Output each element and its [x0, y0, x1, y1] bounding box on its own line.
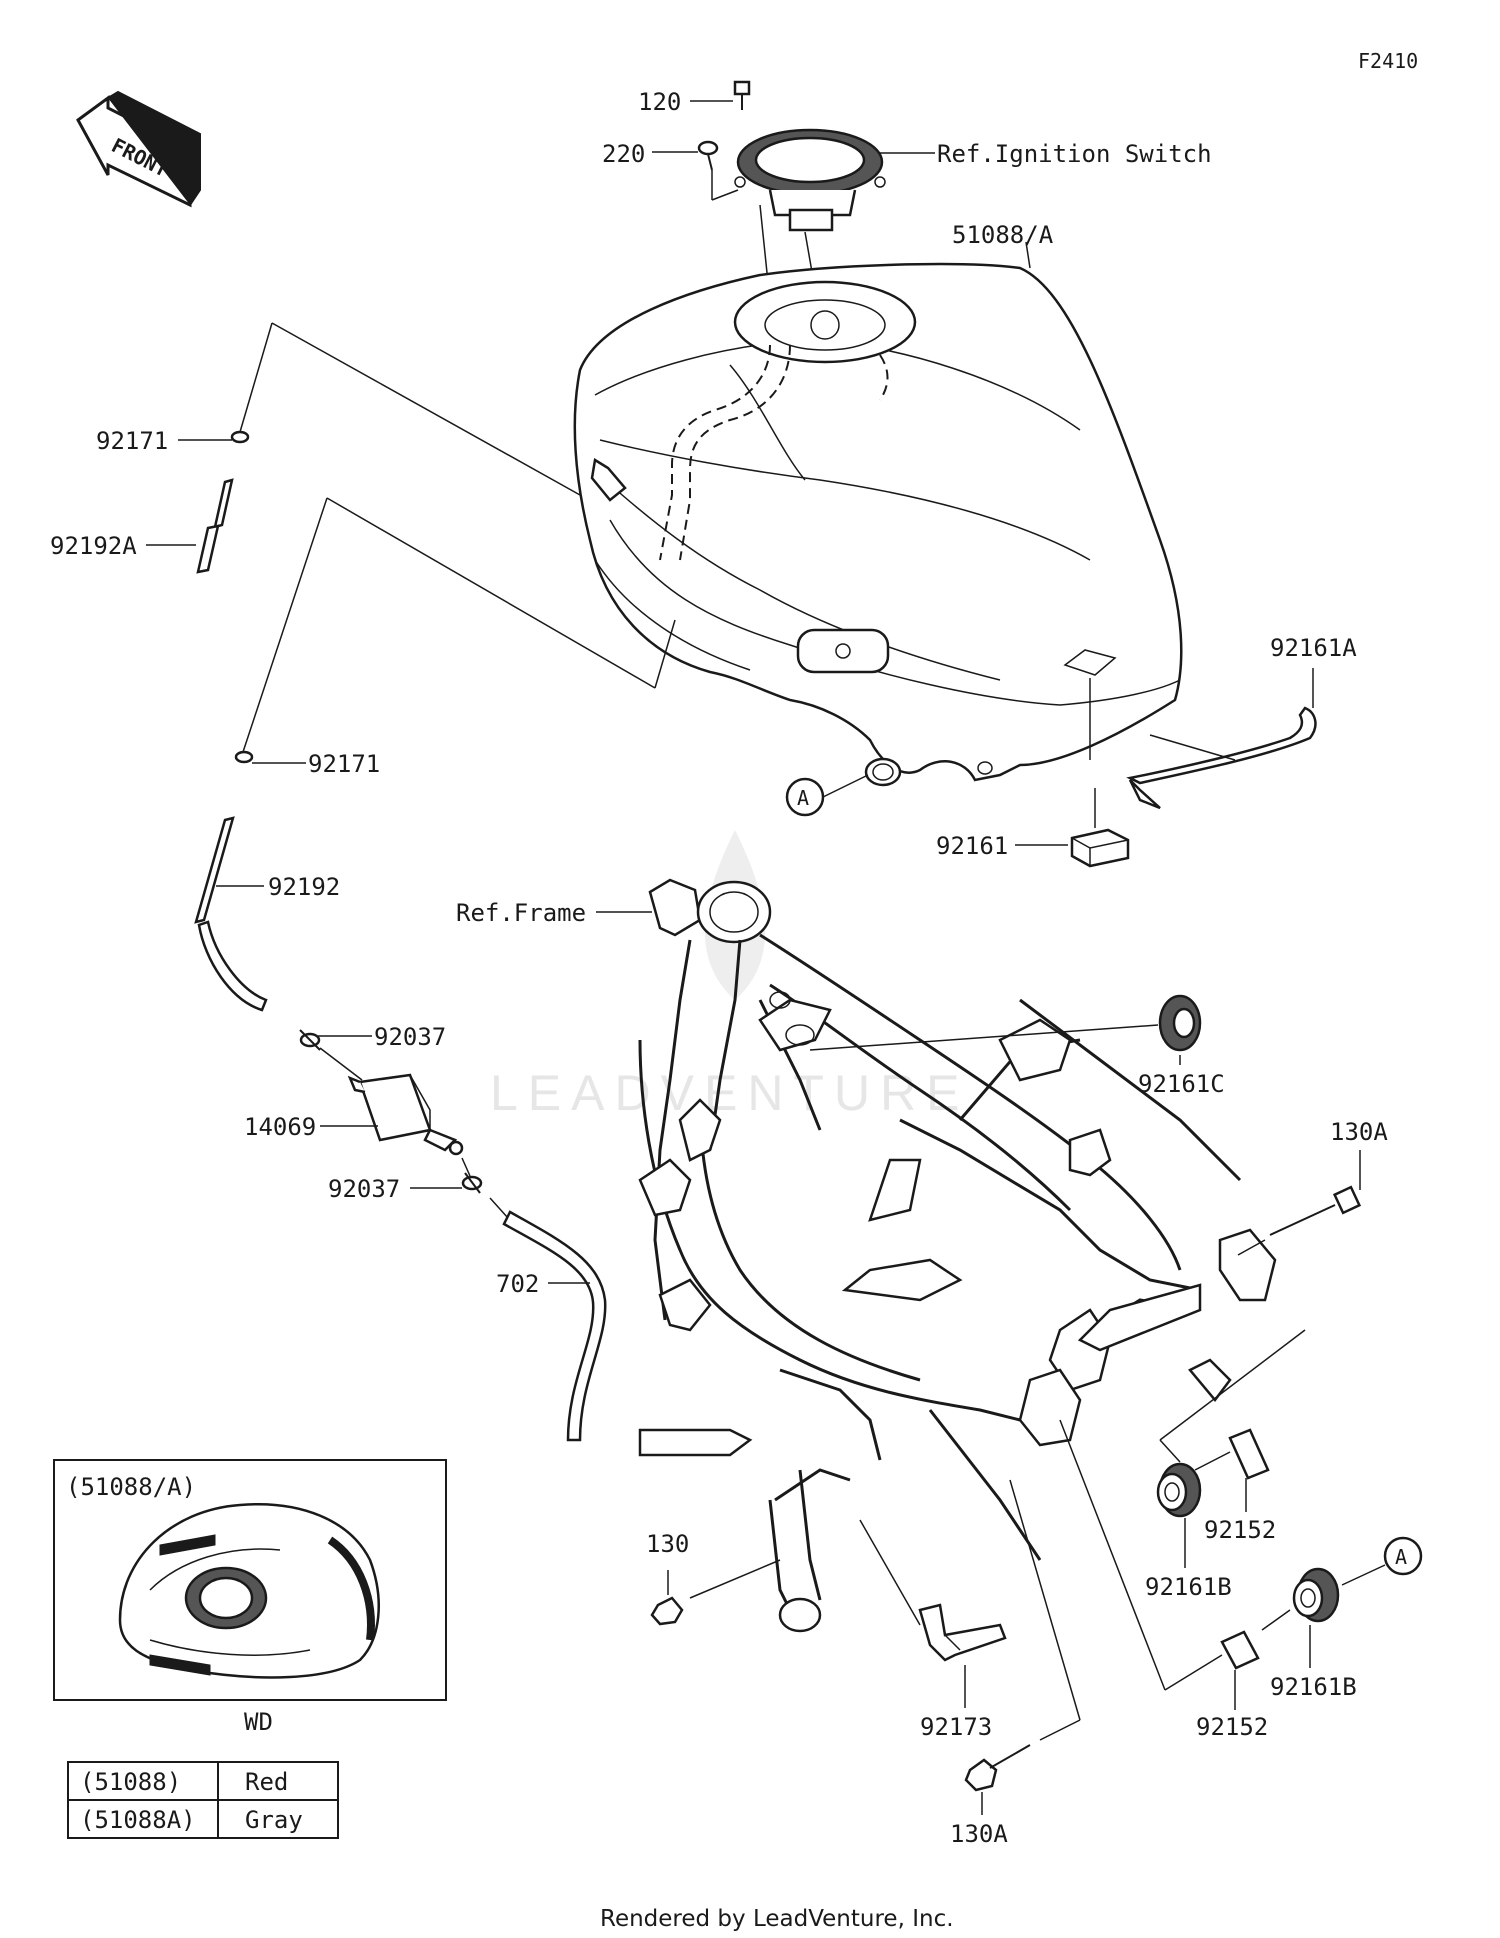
damper-92161 — [1070, 828, 1130, 868]
callout-92037-bottom: 92037 — [328, 1175, 400, 1203]
hose-92192 — [194, 816, 268, 1012]
clamp-92171-mid — [234, 750, 254, 764]
callout-a-bottom: A — [1395, 1545, 1407, 1569]
callout-120: 120 — [638, 88, 681, 116]
callout-92161b-left: 92161B — [1145, 1573, 1232, 1601]
callout-a-top: A — [797, 786, 809, 810]
callout-92171-mid: 92171 — [308, 750, 380, 778]
callout-92037-top: 92037 — [374, 1023, 446, 1051]
bolt-130a-right — [1269, 1185, 1362, 1236]
clamp-92171-top — [230, 430, 250, 444]
callout-92173: 92173 — [920, 1713, 992, 1741]
table-row-1-color: Red — [245, 1768, 288, 1796]
bolt-120 — [733, 80, 751, 110]
inset-caption: WD — [244, 1708, 273, 1736]
callout-130a-right: 130A — [1330, 1118, 1388, 1146]
fuel-cap-assembly — [734, 128, 886, 232]
callout-92171-top: 92171 — [96, 427, 168, 455]
inset-title: (51088/A) — [66, 1473, 196, 1501]
callout-14069: 14069 — [244, 1113, 316, 1141]
bolt-130 — [650, 1596, 684, 1626]
color-table: (51088) Red (51088A) Gray — [67, 1761, 339, 1839]
clip-92037-bottom — [461, 1172, 483, 1194]
callout-92152-bottom: 92152 — [1196, 1713, 1268, 1741]
ref-frame: Ref.Frame — [456, 899, 586, 927]
table-row-2-part: (51088A) — [80, 1806, 196, 1834]
footer-credit: Rendered by LeadVenture, Inc. — [600, 1906, 954, 1932]
fuel-filter-14069 — [347, 1073, 464, 1156]
ref-ignition-switch: Ref.Ignition Switch — [937, 140, 1212, 168]
table-row-2-color: Gray — [245, 1806, 303, 1834]
grommet-92161c — [1158, 994, 1202, 1052]
callout-92161b-right: 92161B — [1270, 1673, 1357, 1701]
screw-220 — [697, 140, 719, 171]
callout-51088-a: 51088/A — [952, 221, 1054, 249]
spacer-92152-bottom — [1220, 1630, 1260, 1670]
callout-220: 220 — [602, 140, 645, 168]
front-direction-arrow-icon: FRONT — [76, 90, 201, 208]
callout-92152-top: 92152 — [1204, 1516, 1276, 1544]
reference-circle-a-bottom: A — [1383, 1536, 1423, 1576]
inset-tank-illustration — [118, 1503, 380, 1679]
callout-92161c: 92161C — [1138, 1070, 1225, 1098]
spacer-92152-top — [1228, 1428, 1270, 1480]
watermark-text: LEADVENTURE — [490, 1065, 970, 1121]
drain-hose-702 — [502, 1210, 607, 1442]
fuel-tank — [573, 262, 1183, 787]
callout-92161a: 92161A — [1270, 634, 1357, 662]
callout-92192: 92192 — [268, 873, 340, 901]
inset-variant-box: (51088/A) WD — [53, 1459, 447, 1736]
hose-92192a — [196, 478, 234, 574]
callout-92161: 92161 — [936, 832, 1008, 860]
callout-130: 130 — [646, 1530, 689, 1558]
diagram-code: F2410 — [1358, 49, 1418, 73]
bushing-92161b-right — [1292, 1567, 1340, 1623]
clip-92037-top — [299, 1029, 321, 1051]
bracket-92173 — [918, 1603, 1007, 1662]
reference-circle-a-top: A — [785, 777, 825, 817]
damper-strip-92161a — [1126, 706, 1317, 810]
callout-92192a: 92192A — [50, 532, 137, 560]
table-row-1-part: (51088) — [80, 1768, 181, 1796]
callout-702: 702 — [496, 1270, 539, 1298]
callout-130a-bottom: 130A — [950, 1820, 1008, 1848]
frame — [638, 878, 1277, 1633]
bolt-130a-bottom — [964, 1744, 1031, 1792]
bushing-92161b-left — [1156, 1462, 1202, 1518]
